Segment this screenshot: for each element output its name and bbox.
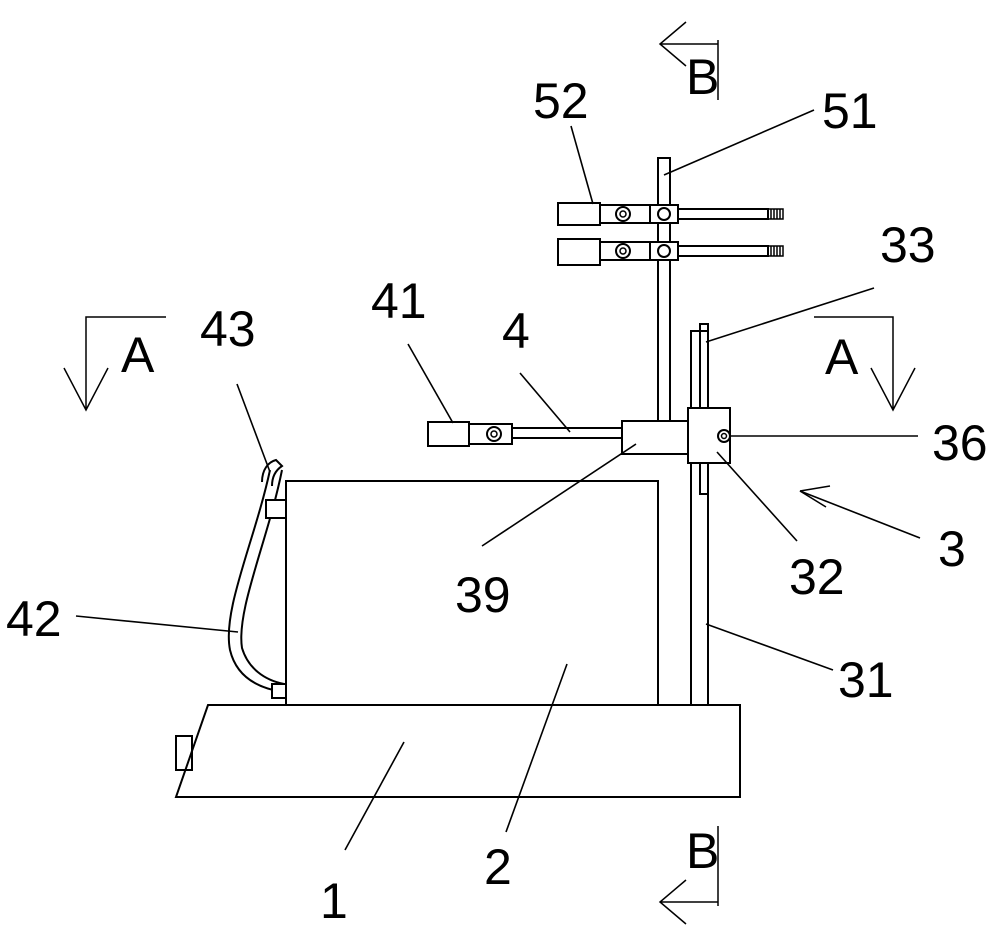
base-plate [176, 705, 740, 797]
upper-clamp-pin-2 [616, 244, 630, 258]
leader-51 [664, 110, 814, 175]
clamp-knob [718, 430, 730, 442]
label-36: 36 [932, 415, 988, 471]
label-3: 3 [938, 521, 966, 577]
label-1: 1 [320, 873, 348, 929]
leader-3 [800, 491, 920, 538]
label-43: 43 [200, 301, 256, 357]
upper-clamp-rod-2 [678, 246, 768, 256]
label-32: 32 [789, 549, 845, 605]
upright-rod [658, 158, 670, 422]
section-a-left-letter: A [121, 327, 155, 383]
leader-32 [717, 452, 797, 541]
leader-41 [408, 344, 453, 423]
label-2: 2 [484, 839, 512, 895]
label-41: 41 [371, 273, 427, 329]
upper-clamp-collar-pin-2 [658, 245, 670, 257]
upper-clamp-block-1 [558, 203, 600, 225]
leader-2 [506, 664, 567, 832]
upper-clamp-block-2 [558, 239, 600, 265]
upper-clamp-collar-pin-1 [658, 208, 670, 220]
leader-43 [237, 384, 270, 472]
label-33: 33 [880, 217, 936, 273]
label-39: 39 [455, 567, 511, 623]
label-42: 42 [6, 591, 62, 647]
arm-end-block [428, 422, 469, 446]
hose-connector [272, 684, 286, 698]
leader-52 [571, 126, 593, 204]
upper-clamp-thread-1 [768, 209, 783, 219]
label-51: 51 [822, 83, 878, 139]
arm-joint-pin [487, 427, 501, 441]
upper-clamp-thread-2 [768, 246, 783, 256]
leader-4 [520, 373, 570, 432]
section-a-right-letter: A [825, 329, 859, 385]
leader-42 [76, 616, 238, 632]
leader-39 [482, 444, 636, 546]
section-b-bottom-letter: B [686, 823, 719, 879]
label-31: 31 [838, 652, 894, 708]
base-switch [176, 736, 192, 770]
sliding-block [622, 421, 688, 454]
section-b-top-letter: B [686, 49, 719, 105]
hose-clip [266, 500, 286, 518]
upper-clamp-assembly-1 [558, 203, 783, 225]
upper-clamp-pin-1 [616, 207, 630, 221]
label-52: 52 [533, 73, 589, 129]
upper-clamp-rod-1 [678, 209, 768, 219]
label-4: 4 [502, 303, 530, 359]
leader-31 [706, 624, 833, 670]
